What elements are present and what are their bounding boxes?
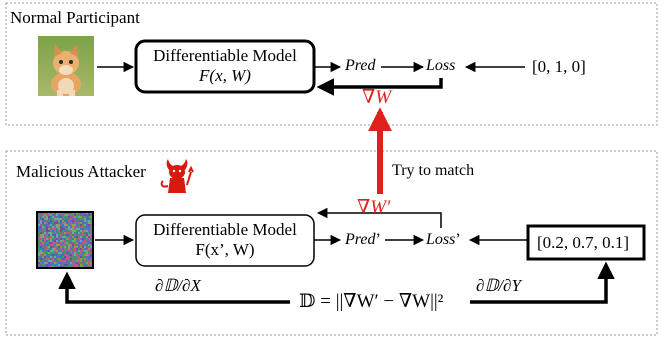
normal-label-vector: [0, 1, 0] bbox=[532, 57, 586, 76]
attacker-loss-prime: ’ bbox=[455, 231, 461, 248]
distance-formula: 𝔻 = ||∇W′ − ∇W||² bbox=[296, 292, 447, 311]
attacker-loss-label: Loss’ bbox=[426, 232, 461, 248]
normal-model-formula: F(x, W) bbox=[199, 66, 251, 86]
grad-x-arrow bbox=[58, 271, 290, 304]
attacker-label-box bbox=[526, 224, 646, 261]
attacker-model-formula: F(x’, W) bbox=[195, 240, 255, 260]
attacker-model-label: Differentiable Model F(x’, W) bbox=[136, 220, 314, 261]
attacker-label-vector: [0.2, 0.7, 0.1] bbox=[537, 233, 630, 252]
attacker-pred-label: Pred’ bbox=[345, 232, 381, 248]
attacker-model-title: Differentiable Model bbox=[153, 220, 297, 239]
random-noise-image-icon bbox=[36, 211, 94, 269]
grad-x-label: ∂𝔻/∂X bbox=[155, 276, 201, 295]
normal-model-title: Differentiable Model bbox=[153, 46, 297, 65]
attacker-panel-title: Malicious Attacker bbox=[16, 162, 146, 181]
normal-gradient-label: ∇W bbox=[362, 87, 392, 108]
devil-icon bbox=[160, 159, 194, 193]
normal-pred-label: Pred bbox=[345, 57, 376, 74]
match-label: Try to match bbox=[392, 162, 475, 179]
normal-loss-label: Loss bbox=[426, 57, 456, 74]
kitten-photo-icon bbox=[38, 36, 94, 96]
attacker-pred-prime: ’ bbox=[375, 231, 381, 248]
normal-model-label: Differentiable Model F(x, W) bbox=[136, 46, 314, 87]
attacker-loss-word: Loss bbox=[426, 231, 456, 248]
attacker-gradient-label: ∇W′ bbox=[357, 197, 391, 218]
normal-panel-title: Normal Participant bbox=[10, 8, 140, 27]
attacker-pred-word: Pred bbox=[345, 231, 376, 248]
attacker-gradient-back-arrow bbox=[316, 207, 442, 228]
grad-y-label: ∂𝔻/∂Y bbox=[476, 276, 521, 295]
normal-participant-panel bbox=[5, 2, 658, 126]
normal-gradient-back-arrow bbox=[316, 78, 443, 96]
malicious-attacker-panel bbox=[5, 150, 658, 336]
grad-y-arrow bbox=[470, 261, 615, 304]
